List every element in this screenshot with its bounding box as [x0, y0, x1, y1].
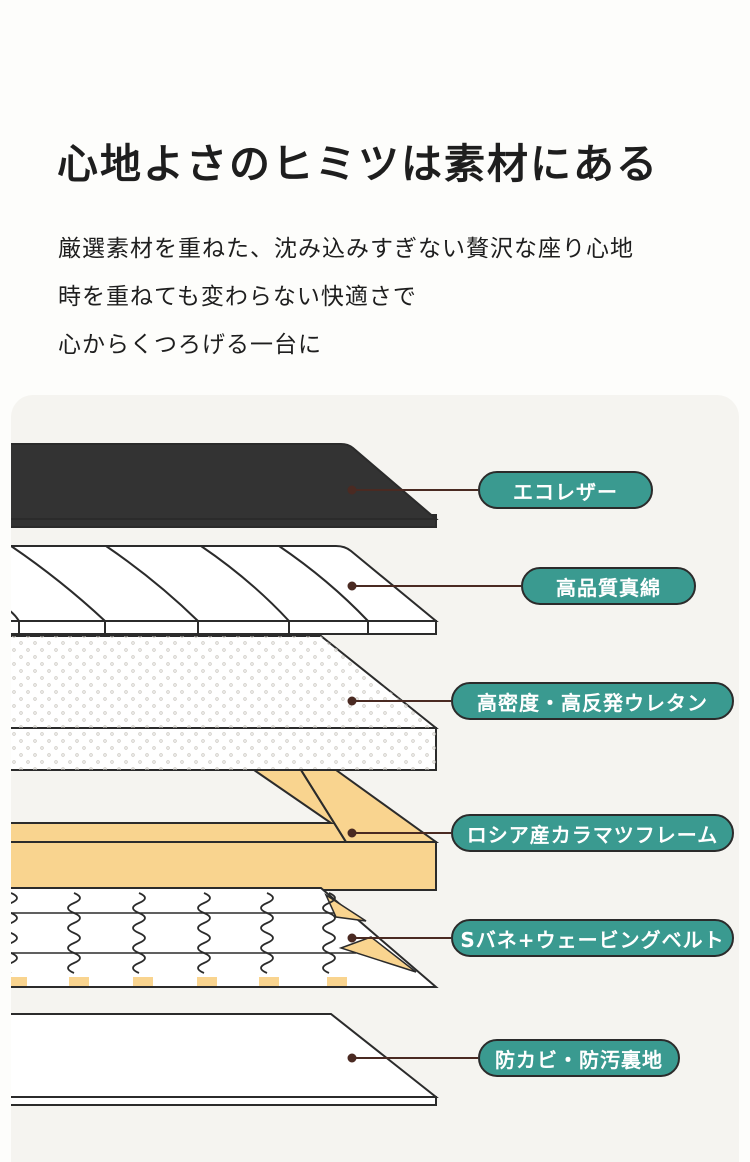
intro-line-2: 時を重ねても変わらない快適さで — [58, 284, 417, 310]
layer-illustration — [11, 443, 521, 1106]
leader-lines — [347, 485, 521, 1063]
layer-frame — [11, 769, 440, 891]
label-backing: 防カビ・防汚裏地 — [478, 1039, 680, 1077]
layer-urethane — [11, 635, 439, 771]
layer-springs — [11, 887, 439, 988]
page-title: 心地よさのヒミツは素材にある — [57, 140, 659, 188]
layer-leather — [11, 443, 439, 528]
label-eco-leather: エコレザー — [478, 471, 653, 509]
intro-text: 厳選素材を重ねた、沈み込みすぎない贅沢な座り心地 時を重ねても変わらない快適さで… — [58, 228, 634, 372]
label-larch-frame: ロシア産カラマツフレーム — [451, 814, 734, 852]
intro-line-3: 心からくつろげる一台に — [58, 332, 322, 358]
label-urethane: 高密度・高反発ウレタン — [451, 682, 734, 720]
layer-backing — [11, 1013, 439, 1106]
layer-diagram: エコレザー 高品質真綿 高密度・高反発ウレタン ロシア産カラマツフレーム Sバネ… — [11, 395, 739, 1162]
label-springs: Sバネ+ウェービングベルト — [451, 919, 734, 957]
layer-padding — [11, 545, 439, 635]
label-padding: 高品質真綿 — [521, 567, 696, 605]
intro-line-1: 厳選素材を重ねた、沈み込みすぎない贅沢な座り心地 — [58, 236, 634, 262]
